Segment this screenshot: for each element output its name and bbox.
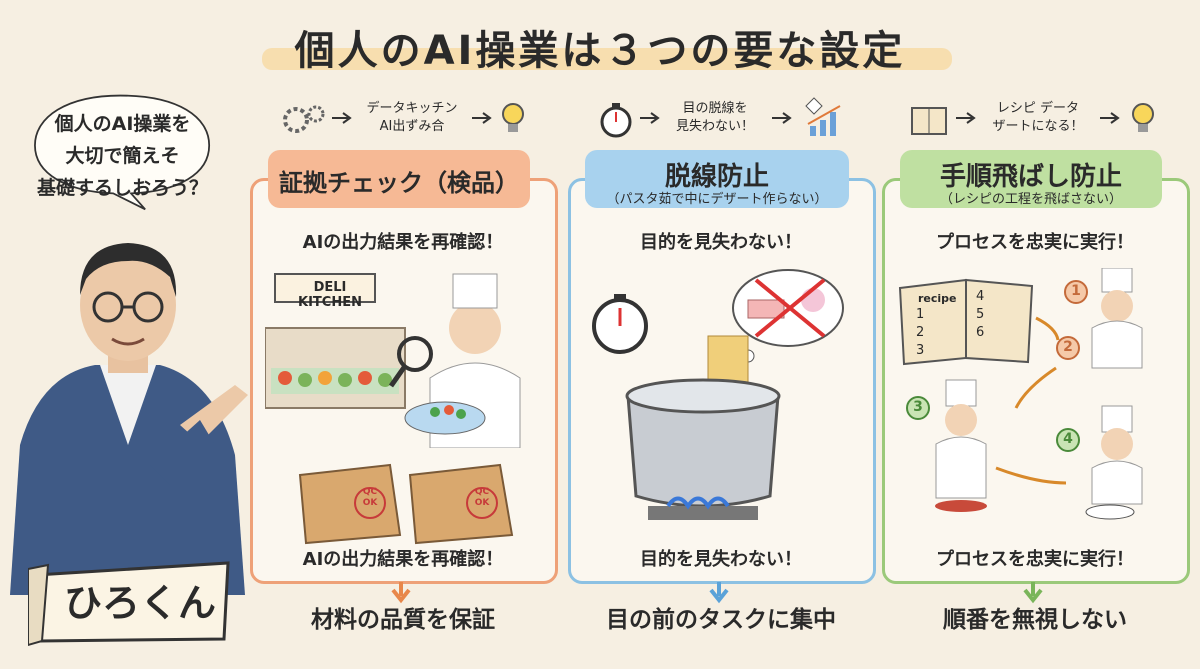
flow-1-line-1: データキッチン [366, 101, 458, 116]
recipe-book-label: recipe [918, 292, 957, 305]
qc-stamp-2-top: QC [474, 487, 490, 497]
step-2-badge: 2 [1063, 339, 1073, 355]
presenter-illustration [10, 243, 248, 595]
qc-stamp-2: QC OK [470, 487, 494, 509]
deli-kitchen-illustration [265, 273, 521, 448]
flow-3-line-1: レシピ データ [996, 101, 1080, 116]
flow-3-line-2: ザートになる！ [992, 119, 1084, 134]
flow-2-line-2: 見失わない！ [675, 119, 754, 134]
lightbulb-icon [1132, 103, 1154, 132]
qc-stamp-1: QC OK [358, 487, 382, 509]
panel-3-header: 手順飛ばし防止 （レシピの工程を飛ばさない） [900, 150, 1162, 208]
panel-2-title: 脱線防止 [664, 162, 769, 192]
down-arrow-icon [709, 582, 729, 604]
qc-stamp-2-bottom: OK [474, 498, 490, 508]
panel-3-bottom-text: プロセスを忠実に実行！ [936, 549, 1134, 570]
step-3-badge: 3 [913, 399, 923, 415]
book-num-6: 6 [976, 325, 985, 340]
growth-chart-icon [805, 97, 841, 136]
panel-step-skip-prevention [882, 178, 1190, 584]
step-4-badge: 4 [1063, 431, 1073, 447]
flow-2-line-1: 目の脱線を [682, 101, 748, 116]
panel-2-bottom-text: 目的を見失わない！ [640, 549, 802, 570]
panel-2-header: 脱線防止 （パスタ茹で中にデザート作らない） [585, 150, 849, 208]
lightbulb-icon [502, 103, 524, 132]
speech-line-2: 大切で簡えそ [65, 145, 180, 167]
panel-3-top-text: プロセスを忠実に実行！ [936, 232, 1134, 253]
result-order: 順番を無視しない [943, 607, 1127, 633]
pasta-pot-illustration [592, 269, 844, 520]
panel-1-top-text: AIの出力結果を再確認！ [302, 232, 504, 253]
arrow-icon [472, 112, 492, 124]
speech-bubble [34, 94, 211, 211]
page-title: 個人のAI操業は３つの要な設定 [294, 28, 906, 74]
qc-stamp-1-top: QC [362, 487, 378, 497]
book-num-1: 1 [916, 307, 925, 322]
book-num-3: 3 [916, 343, 925, 358]
speech-line-1: 個人のAI操業を [54, 113, 191, 135]
panel-3-subtitle: （レシピの工程を飛ばさない） [939, 192, 1122, 207]
panel-1-title: 証拠チェック（検品） [279, 169, 519, 197]
panel-1-bottom-text: AIの出力結果を再確認！ [302, 549, 504, 570]
book-num-4: 4 [976, 289, 985, 304]
step-1-badge: 1 [1071, 283, 1081, 299]
speech-line-3: 基礎するしおろう？ [36, 177, 208, 199]
speech-text: 個人のAI操業を 大切で簡えそ 基礎するしおろう？ [30, 108, 215, 204]
panel-2-subtitle: （パスタ茹で中にデザート作らない） [606, 192, 828, 207]
arrow-icon [956, 112, 976, 124]
arrow-icon [1100, 112, 1120, 124]
cardboard-boxes [298, 463, 514, 545]
nameplate-banner [28, 561, 230, 647]
panel-2-top-text: 目的を見失わない！ [640, 232, 802, 253]
stopwatch-icon [600, 103, 632, 138]
arrow-icon [772, 112, 792, 124]
arrow-icon [332, 112, 352, 124]
result-focus: 目の前のタスクに集中 [606, 607, 836, 633]
book-num-5: 5 [976, 307, 985, 322]
recipe-book-right-nums: 4 5 6 [976, 288, 1006, 342]
recipe-book-left-nums: 1 2 3 [916, 306, 946, 360]
panel-1-header: 証拠チェック（検品） [268, 150, 530, 208]
down-arrow-icon [1023, 582, 1043, 604]
book-num-2: 2 [916, 325, 925, 340]
down-arrow-icon [391, 582, 411, 604]
book-icon [911, 107, 947, 135]
arrow-icon [640, 112, 660, 124]
panel-3-title: 手順飛ばし防止 [939, 162, 1122, 192]
presenter-name: ひろくん [63, 581, 216, 625]
title-highlight [262, 48, 952, 70]
result-quality: 材料の品質を保証 [311, 607, 495, 633]
gears-icon [283, 105, 325, 133]
flow-1-line-2: AI出ずみ合 [379, 119, 445, 134]
recipe-steps-illustration [898, 268, 1143, 520]
deli-sign: DELI KITCHEN [298, 280, 362, 310]
qc-stamp-1-bottom: OK [362, 498, 378, 508]
